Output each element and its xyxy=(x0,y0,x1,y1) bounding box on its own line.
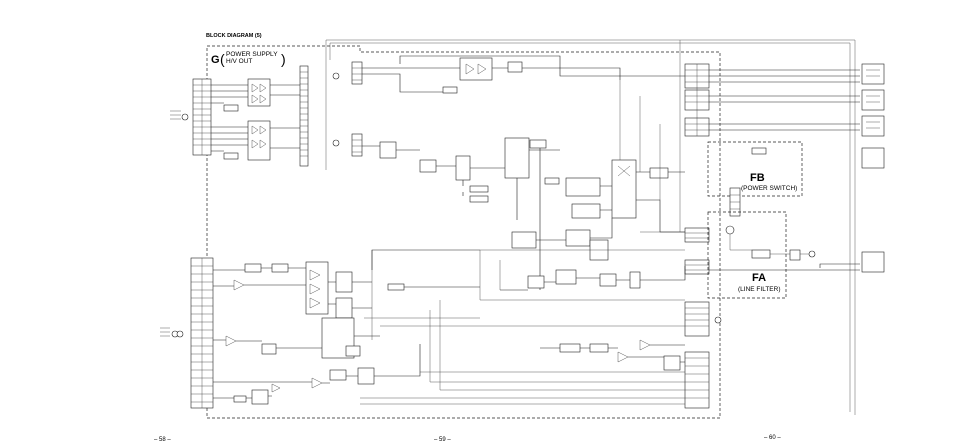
board-fb-label: (POWER SWITCH) xyxy=(741,185,797,192)
wires-lower-right xyxy=(500,266,686,363)
board-ref-mid xyxy=(332,72,340,147)
board-ref-upper-left xyxy=(170,110,189,121)
bus-lines xyxy=(360,231,685,405)
board-g-label: G ( POWER SUPPLY H/V OUT ) xyxy=(211,51,286,67)
board-g-letter: G xyxy=(211,54,220,66)
lower-ic-cluster xyxy=(225,261,405,405)
page-number-left: – 58 – xyxy=(154,437,171,443)
diagram-title: BLOCK DIAGRAM (5) xyxy=(206,33,262,39)
connector-strip-g-right xyxy=(351,61,363,157)
board-g-paren-open: ( xyxy=(220,51,225,67)
board-fa-outline xyxy=(707,211,787,299)
wires-lower xyxy=(213,249,480,399)
ic-block-upper-1 xyxy=(247,78,271,107)
small-box-2 xyxy=(223,152,239,160)
board-fb-letter: FB xyxy=(750,172,765,184)
far-right-connectors xyxy=(861,63,885,273)
wires-top xyxy=(362,55,685,147)
wires-far-right xyxy=(709,69,860,271)
outer-wire-frame xyxy=(325,39,856,415)
board-fa: FA (LINE FILTER) xyxy=(707,211,816,299)
board-g-label-line2: H/V OUT xyxy=(226,58,252,65)
page-number-center: – 59 – xyxy=(434,437,451,443)
ic-block-upper-2 xyxy=(247,120,271,161)
wires-power-ic xyxy=(536,171,685,241)
board-g-paren-close: ) xyxy=(281,51,286,67)
board-fa-label: (LINE FILTER) xyxy=(738,286,781,293)
board-fb: FB (POWER SWITCH) xyxy=(707,141,803,217)
small-box-1 xyxy=(223,104,239,112)
connector-strip-g-upper xyxy=(299,65,309,167)
board-fb-outline xyxy=(707,141,803,197)
bus-verticals xyxy=(371,40,681,390)
board-fa-letter: FA xyxy=(752,272,766,284)
wires-left-upper xyxy=(211,84,300,152)
connector-strips-right xyxy=(684,63,710,409)
board-g-label-line1: POWER SUPPLY xyxy=(226,51,278,58)
board-ref-lower-left xyxy=(160,327,184,338)
page-number-right: – 60 – xyxy=(764,435,781,441)
left-connector-bottom xyxy=(190,257,214,409)
left-connector-top xyxy=(192,78,212,156)
wires-mid xyxy=(396,148,560,290)
top-rectifier-block xyxy=(442,57,523,94)
board-g-outline xyxy=(206,45,721,419)
mid-chain xyxy=(379,137,560,203)
lower-right-cluster xyxy=(527,269,722,371)
power-ic-block xyxy=(511,159,669,261)
